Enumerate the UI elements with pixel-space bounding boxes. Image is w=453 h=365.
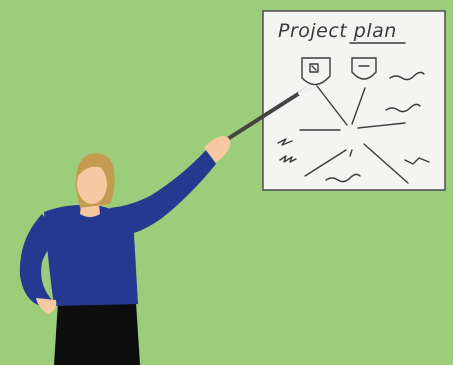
presenter-hand [204, 136, 231, 162]
presenter-face [77, 164, 107, 204]
ray-doodle [357, 122, 406, 129]
pointer-shaft [224, 85, 311, 142]
presenter-pants [54, 302, 140, 365]
whiteboard-title: Project plan [278, 20, 397, 42]
squiggle-doodle [325, 173, 361, 183]
ray-doodle [349, 149, 353, 157]
squiggle-doodle [277, 138, 293, 146]
squiggle-doodle [389, 71, 425, 81]
presenter-arm-right [110, 150, 216, 236]
pointer-stick-icon [224, 85, 311, 142]
whiteboard: Project plan [262, 10, 446, 191]
presenter-person-icon [19, 136, 231, 365]
whiteboard-doodles [277, 42, 430, 184]
ray-doodle [304, 149, 347, 177]
shield-doodle-icon [351, 57, 377, 80]
squiggle-doodle [404, 157, 430, 165]
presenter-hand-hip [36, 298, 57, 314]
ray-doodle [316, 85, 348, 126]
squiggle-doodle [279, 155, 297, 163]
ray-doodle [363, 143, 409, 184]
presenter-bangs [77, 156, 110, 178]
shield-inner-doodle [309, 63, 319, 73]
squiggle-doodle [385, 103, 421, 113]
pointer-tip [298, 85, 311, 95]
presenter-torso [44, 204, 138, 306]
shield-doodle-icon [301, 57, 331, 86]
ray-doodle [351, 87, 366, 125]
